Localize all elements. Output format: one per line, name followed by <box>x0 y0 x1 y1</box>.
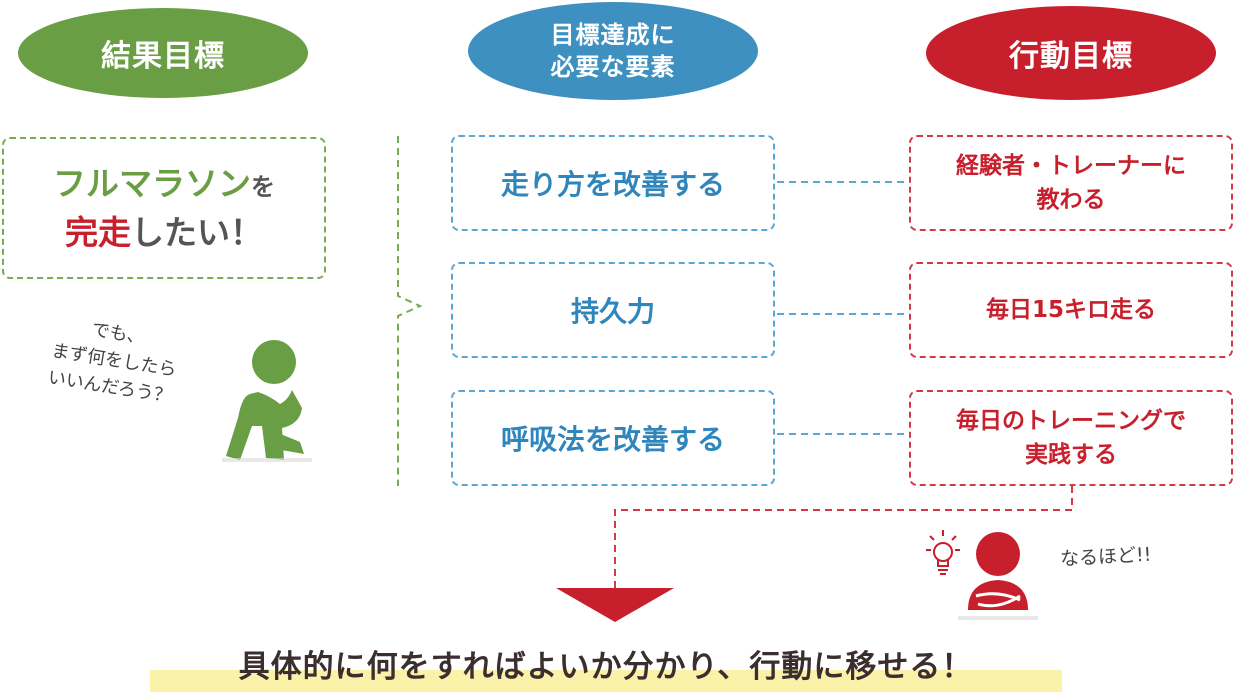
action-box-3: 毎日のトレーニングで 実践する <box>909 390 1233 486</box>
conclusion-text: 具体的に何をすればよいか分かり、行動に移せる！ <box>238 648 974 685</box>
goal-marathon: フルマラソン <box>53 163 251 203</box>
thinking-person-icon <box>222 340 312 462</box>
action-box-2: 毎日15キロ走る <box>909 262 1233 358</box>
conclusion-highlight <box>150 670 1062 692</box>
required-elements-header-line2: 必要な要素 <box>550 53 676 81</box>
aha-text: なるほど!! <box>1059 543 1152 571</box>
action-goal-header: 行動目標 <box>926 6 1216 100</box>
goal-want: したい！ <box>131 213 263 252</box>
bracket-line <box>397 136 423 486</box>
action-goal-header-label: 行動目標 <box>1009 39 1133 74</box>
action-1-line1: 経験者・トレーナーに <box>956 152 1186 179</box>
conclusion-path <box>614 486 1073 588</box>
action-3-line2: 実践する <box>1025 442 1117 468</box>
element-label-1: 走り方を改善する <box>500 168 725 201</box>
understanding-person-icon <box>958 532 1038 620</box>
down-arrow-icon <box>556 588 674 622</box>
required-elements-header: 目標達成に 必要な要素 <box>468 2 758 100</box>
element-box-2: 持久力 <box>451 262 775 358</box>
result-goal-header: 結果目標 <box>18 8 308 98</box>
result-goal-header-label: 結果目標 <box>101 39 225 74</box>
result-goal-text: フルマラソンを 完走したい！ <box>53 159 275 258</box>
lightbulb-icon <box>926 530 960 575</box>
element-box-3: 呼吸法を改善する <box>451 390 775 486</box>
element-label-3: 呼吸法を改善する <box>500 423 725 456</box>
result-goal-box: フルマラソンを 完走したい！ <box>2 137 326 279</box>
goal-finish: 完走 <box>65 213 131 252</box>
required-elements-header-line1: 目標達成に <box>550 20 676 49</box>
goal-particle: を <box>251 172 275 201</box>
element-box-1: 走り方を改善する <box>451 135 775 231</box>
action-3-line1: 毎日のトレーニングで <box>956 407 1186 434</box>
action-2-line1: 毎日15キロ走る <box>985 296 1156 323</box>
action-box-1: 経験者・トレーナーに 教わる <box>909 135 1233 231</box>
element-label-2: 持久力 <box>570 295 655 328</box>
action-1-line2: 教わる <box>1036 187 1106 213</box>
